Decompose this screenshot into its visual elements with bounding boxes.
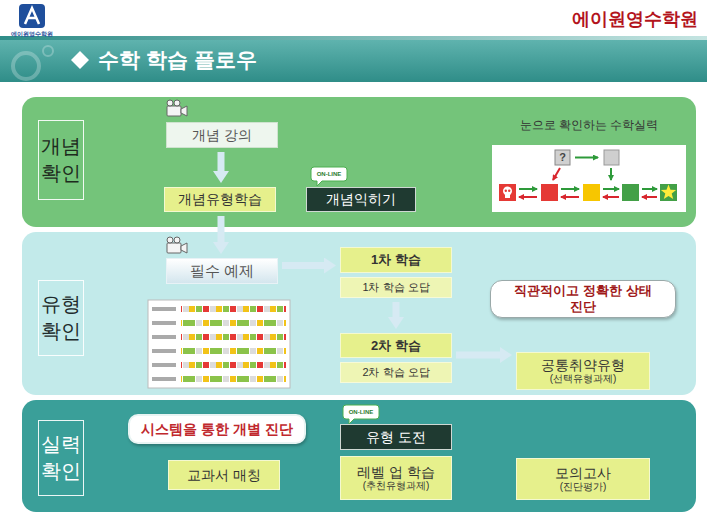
small-arrow [642,188,657,190]
small-arrow [519,196,537,198]
process-box: 2차 학습 [340,333,452,358]
box-subtitle: (진단평가) [560,481,607,493]
callout-pill: 직관적이고 정확한 상태 진단 [490,280,676,318]
logo-badge [19,4,45,28]
band-label: 실력 확인 [38,420,84,496]
box-label: 유형 도전 [366,429,426,446]
process-box: 레벨 업 학습(추천유형과제) [340,456,452,500]
video-icon-reel [174,237,180,243]
skull-square [499,184,516,201]
online-tag: ON-LINE [343,405,379,419]
logo-caption: 에이원영수학원 [6,29,58,38]
box-label: 1차 학습 오답 [362,281,429,294]
video-icon-reel [167,100,173,106]
table-row-label [152,349,176,353]
video-icon-reel [167,237,173,243]
small-arrow [603,196,619,198]
table-row-cells [181,361,286,369]
review-box: 1차 학습 오답 [340,277,452,298]
logo-mark [25,8,39,24]
star [661,185,676,200]
video-icon-body [167,243,181,253]
process-box: 공통취약유형(선택유형과제) [516,352,650,390]
callout-pill: 시스템을 통한 개별 진단 [128,414,306,444]
small-arrow [561,188,579,190]
lecture-box: 개념 강의 [166,122,278,148]
table-row-cells [181,305,286,313]
skull-jaw [505,194,510,198]
band-label: 유형 확인 [38,280,84,356]
watermark-ring [43,46,53,56]
yellow-square [583,184,600,201]
box-label: 1차 학습 [371,252,421,268]
red-square [541,184,558,201]
result-table-screenshot [148,300,290,388]
process-box: 교과서 매칭 [168,460,280,490]
unknown-mark: ? [555,150,570,165]
table-row-cells [181,319,286,327]
box-label: 모의고사 [555,465,611,482]
small-arrow [575,157,598,159]
box-label: 공통취약유형 [541,357,625,374]
video-icon-reel [174,100,180,106]
online-box: 개념익히기 [306,187,416,212]
box-subtitle: (선택유형과제) [550,373,617,385]
box-label: 필수 예제 [190,262,254,280]
stage-band: 유형 확인 필수 예제 1차 학습 1차 학습 오답 직관적이고 정확한 상태 진단 2차… [22,232,696,395]
table-row-cells [181,333,286,341]
online-box: 유형 도전 [340,424,452,450]
box-label: 레벨 업 학습 [357,464,435,481]
table-row-label [152,321,176,325]
box-label: 교과서 매칭 [187,467,261,484]
skull-eye [505,190,507,192]
small-arrow [642,196,657,198]
level-illustration [492,145,686,212]
small-arrow [610,168,612,180]
box-subtitle: (추천유형과제) [363,480,430,492]
table-row-label [152,335,176,339]
box-label: 시스템을 통한 개별 진단 [141,421,293,438]
small-arrow [603,188,619,190]
process-box: 모의고사(진단평가) [516,458,650,500]
small-arrow [553,168,560,180]
table-row-label [152,363,176,367]
table-row-cells [181,375,286,383]
table-row-cells [181,347,286,355]
page-title: 수학 학습 플로우 [98,44,257,76]
gray-square [604,150,619,165]
star-square [660,184,677,201]
header-strip [0,36,707,40]
review-box: 2차 학습 오답 [340,362,452,383]
table-row-label [152,377,176,381]
watermark-ring [13,53,39,79]
box-label: 개념유형학습 [178,191,262,208]
band-label: 개념 확인 [38,120,84,200]
table-row-label [152,307,176,311]
box-label: 2차 학습 [371,338,421,354]
video-icon-body [167,106,181,116]
small-arrow [561,196,579,198]
title-diamond [71,51,89,69]
unknown-square [555,150,570,165]
box-label: 직관적이고 정확한 상태 진단 [508,283,658,314]
small-arrow [519,188,537,190]
lecture-box: 필수 예제 [166,258,278,284]
box-label: 개념 강의 [192,127,252,144]
green-square [622,184,639,201]
title-bar [0,40,707,82]
brand-name: 에이원영수학원 [566,5,704,33]
box-label: 개념익히기 [326,191,396,208]
illustration-caption: 눈으로 확인하는 수학실력 [492,116,686,134]
skull-eye [508,190,510,192]
online-tag: ON-LINE [311,167,347,181]
process-box: 1차 학습 [340,247,452,273]
process-box: 개념유형학습 [164,187,276,212]
box-label: 2차 학습 오답 [362,366,429,379]
